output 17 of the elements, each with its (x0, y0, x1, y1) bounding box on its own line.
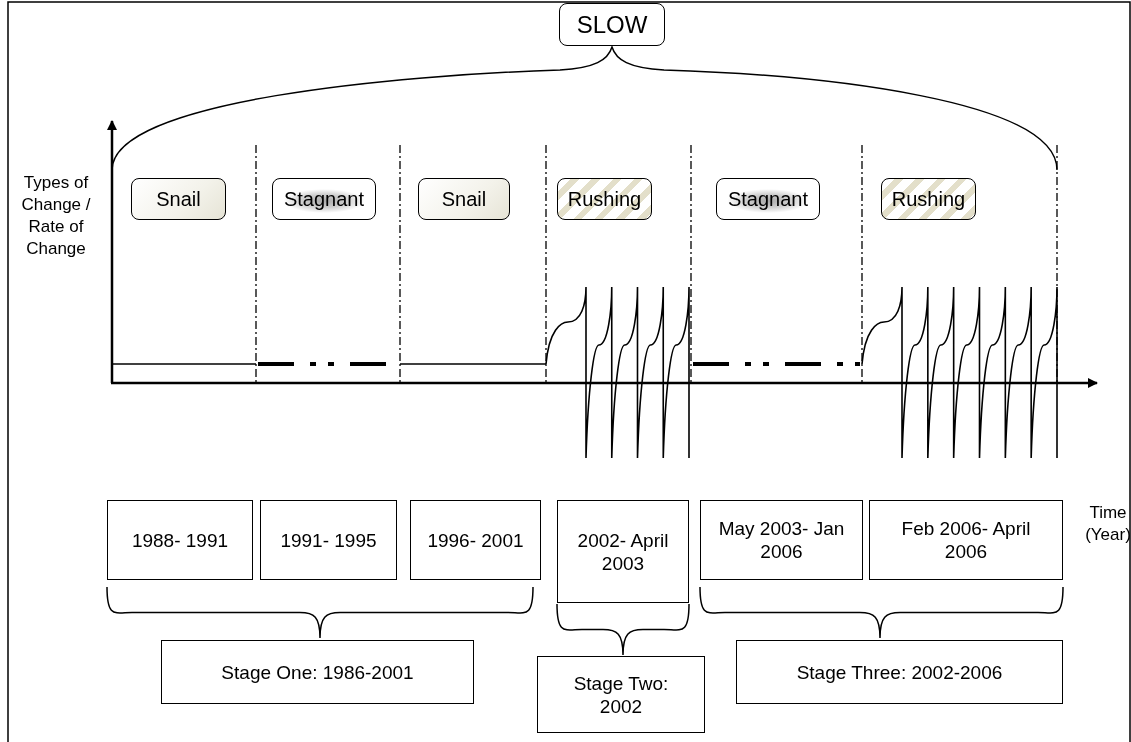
type-box: Snail (131, 178, 226, 220)
period-box: Feb 2006- April 2006 (869, 500, 1063, 580)
stage-box: Stage Two: 2002 (537, 656, 705, 733)
period-box: 1991- 1995 (260, 500, 397, 580)
type-box: Rushing (881, 178, 976, 220)
period-box: May 2003- Jan 2006 (700, 500, 863, 580)
stage-box: Stage One: 1986-2001 (161, 640, 474, 704)
axis-label: Types of Change / Rate of Change (20, 172, 92, 260)
title-box: SLOW (559, 3, 665, 46)
type-box: Snail (418, 178, 510, 220)
period-box: 1996- 2001 (410, 500, 541, 580)
period-box: 2002- April 2003 (557, 500, 689, 603)
type-box: Rushing (557, 178, 652, 220)
type-box: Stagnant (716, 178, 820, 220)
period-box: 1988- 1991 (107, 500, 253, 580)
stage-box: Stage Three: 2002-2006 (736, 640, 1063, 704)
type-box: Stagnant (272, 178, 376, 220)
